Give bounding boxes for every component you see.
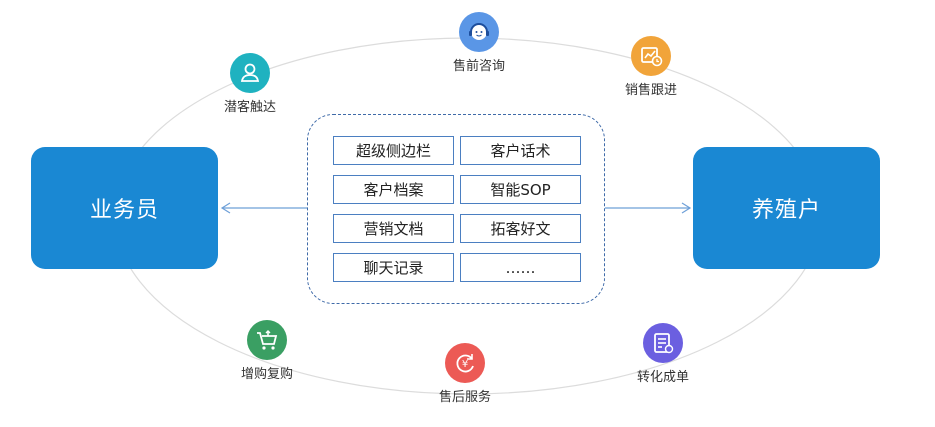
stage-repurchase-label: 增购复购 bbox=[240, 367, 293, 382]
stage-presale-label: 售前咨询 bbox=[452, 59, 505, 74]
stage-repurchase: 增购复购 bbox=[207, 320, 327, 382]
tool-chat-history: 聊天记录 bbox=[333, 253, 454, 282]
tool-more: …… bbox=[460, 253, 581, 282]
user-icon bbox=[230, 53, 270, 93]
stage-conversion-label: 转化成单 bbox=[636, 370, 689, 385]
yuan-refresh-icon: ¥ bbox=[445, 343, 485, 383]
farmer-box: 养殖户 bbox=[693, 147, 880, 269]
tools-panel: 超级侧边栏 客户话术 客户档案 智能SOP 营销文档 拓客好文 聊天记录 …… bbox=[307, 114, 605, 304]
stage-prospect: 潜客触达 bbox=[190, 53, 310, 115]
stage-aftersale: ¥ 售后服务 bbox=[405, 343, 525, 405]
stage-followup-label: 销售跟进 bbox=[624, 83, 677, 98]
chart-clock-icon bbox=[631, 36, 671, 76]
salesperson-box: 业务员 bbox=[31, 147, 218, 269]
customer-service-icon bbox=[459, 12, 499, 52]
tool-marketing-docs: 营销文档 bbox=[333, 214, 454, 243]
tool-sidebar: 超级侧边栏 bbox=[333, 136, 454, 165]
stage-aftersale-label: 售后服务 bbox=[438, 390, 491, 405]
stage-presale: 售前咨询 bbox=[419, 12, 539, 74]
stage-followup: 销售跟进 bbox=[591, 36, 711, 98]
salesperson-label: 业务员 bbox=[89, 198, 159, 223]
svg-text:¥: ¥ bbox=[462, 359, 468, 370]
tool-smart-sop: 智能SOP bbox=[460, 175, 581, 204]
document-icon bbox=[643, 323, 683, 363]
stage-conversion: 转化成单 bbox=[603, 323, 723, 385]
tool-articles: 拓客好文 bbox=[460, 214, 581, 243]
farmer-label: 养殖户 bbox=[751, 198, 821, 223]
stage-prospect-label: 潜客触达 bbox=[223, 100, 276, 115]
tool-scripts: 客户话术 bbox=[460, 136, 581, 165]
shopping-cart-icon bbox=[247, 320, 287, 360]
tool-customer-profile: 客户档案 bbox=[333, 175, 454, 204]
